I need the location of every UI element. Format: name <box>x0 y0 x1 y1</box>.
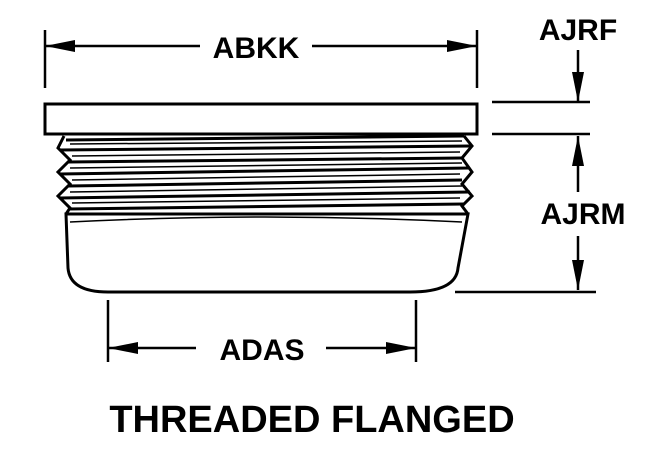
dimension-body-height: AJRM <box>455 136 626 294</box>
label-bottom-width: ADAS <box>219 334 304 367</box>
plug-body <box>64 212 470 294</box>
label-body-height: AJRM <box>540 198 625 231</box>
dimension-bottom-width: ADAS <box>106 300 418 367</box>
label-flange-thickness: AJRF <box>539 14 617 47</box>
diagram-caption: THREADED FLANGED <box>109 399 514 441</box>
label-width-overall: ABKK <box>213 32 300 65</box>
dimension-flange-thickness: AJRF <box>492 14 617 136</box>
flange <box>43 102 479 136</box>
threaded-section <box>55 134 475 215</box>
dimension-width-overall: ABKK <box>43 30 479 88</box>
